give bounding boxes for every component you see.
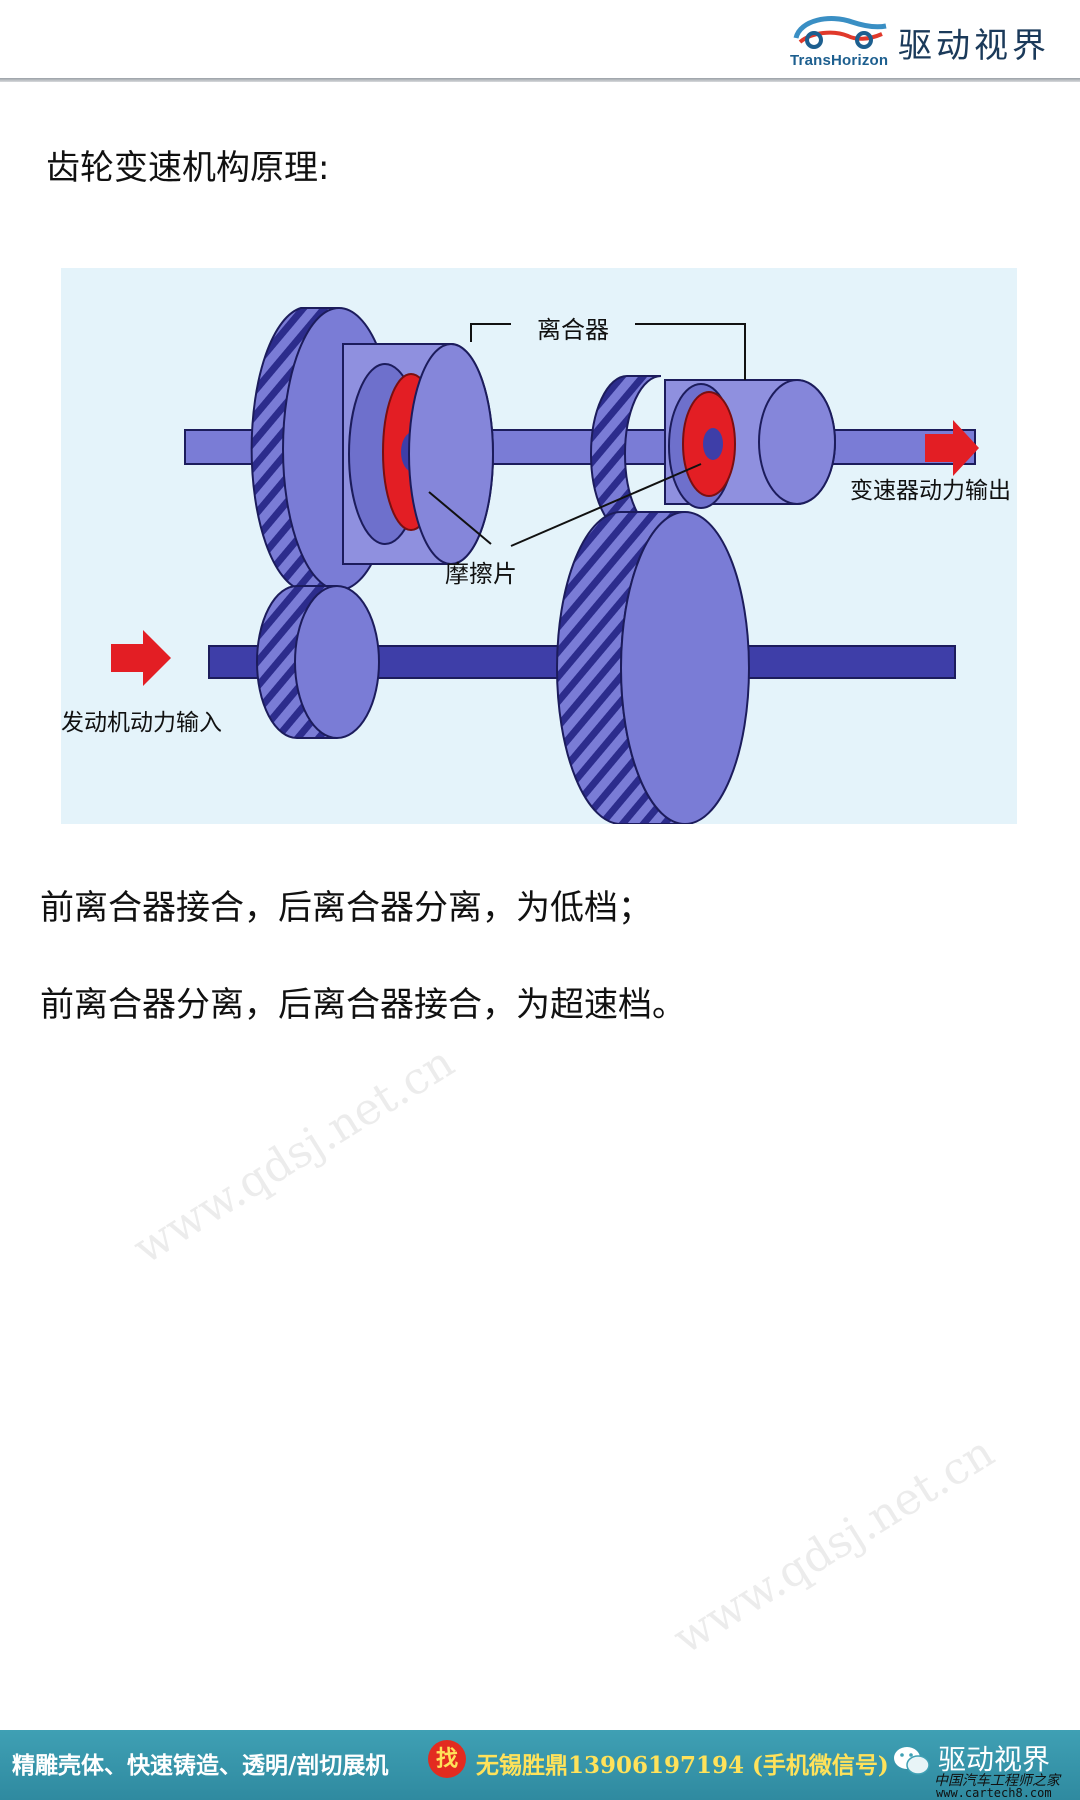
brand-name-en: TransHorizon [790, 52, 888, 69]
footer-banner: 精雕壳体、快速铸造、透明/剖切展机 找 无锡胜鼎13906197194 (手机微… [0, 1730, 1080, 1800]
clutch-label: 离合器 [537, 316, 609, 344]
brand-logo: TransHorizon 驱动视界 [788, 8, 1068, 74]
header-divider [0, 78, 1080, 82]
find-badge: 找 [428, 1740, 466, 1778]
brand-name-cn: 驱动视界 [898, 18, 1050, 67]
bottom-left-gear [257, 586, 379, 738]
overdrive-description: 前离合器分离，后离合器接合，为超速档。 [40, 977, 686, 1026]
rear-clutch [665, 380, 835, 508]
slide-title: 齿轮变速机构原理: [46, 140, 329, 189]
ad-text: 精雕壳体、快速铸造、透明/剖切展机 [12, 1746, 388, 1780]
bottom-right-gear [557, 512, 749, 824]
output-label: 变速器动力输出 [850, 478, 1011, 504]
friction-plate-label: 摩擦片 [445, 560, 517, 588]
gear-transmission-diagram: 离合器 摩擦片 变速器动力输出 发动机动力输入 [61, 268, 1017, 824]
contact-text: 无锡胜鼎13906197194 (手机微信号) [476, 1746, 889, 1780]
input-label: 发动机动力输入 [61, 710, 222, 736]
watermark: www.qdsj.net.cn [664, 1427, 1003, 1665]
front-clutch [343, 344, 493, 564]
wechat-icon [892, 1744, 932, 1778]
diagram-background [61, 268, 1017, 824]
low-gear-description: 前离合器接合，后离合器分离，为低档； [40, 880, 652, 929]
car-wave-logo-icon [790, 12, 890, 52]
watermark: www.qdsj.net.cn [124, 1037, 463, 1275]
cartech-url: www.cartech8.com [936, 1786, 1052, 1800]
